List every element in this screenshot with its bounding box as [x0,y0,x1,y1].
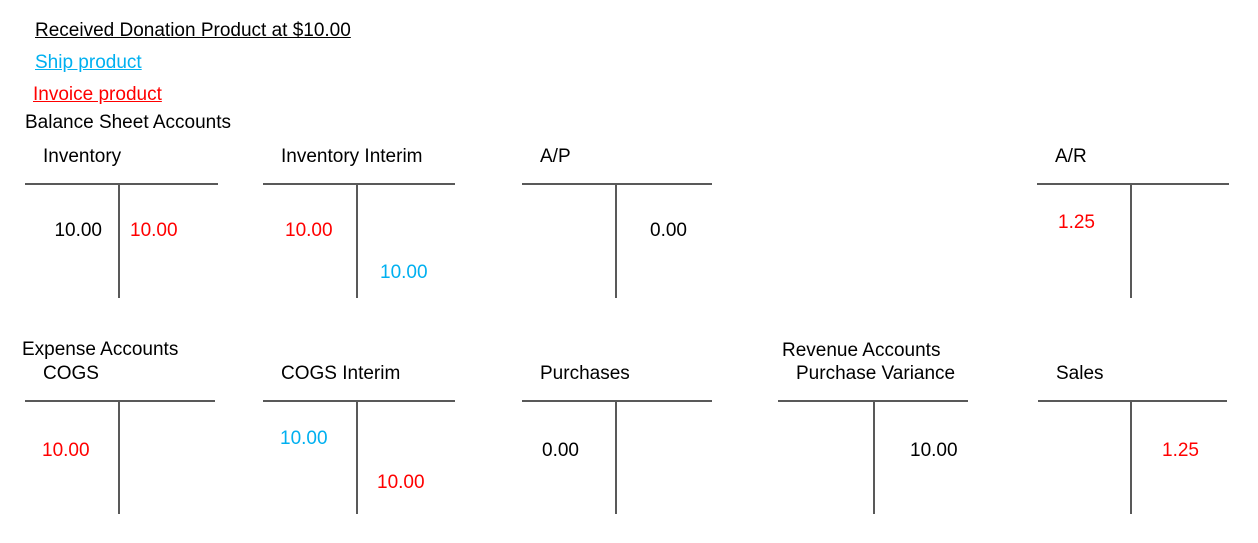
legend-item-ship-product: Ship product [35,52,142,73]
account-title: COGS [43,363,99,384]
legend-item-invoice-product: Invoice product [33,84,162,105]
section-header-expense-accounts: Expense Accounts [22,339,179,360]
t-account-inventory: Inventory 10.00 10.00 [25,146,218,298]
credit-entry: 0.00 [650,220,687,241]
account-title: Purchases [540,363,630,384]
credit-entry: 10.00 [377,472,425,493]
t-account-top-line [25,400,215,402]
t-account-stem [615,400,617,514]
t-account-top-line [25,183,218,185]
debit-entry: 10.00 [285,220,333,241]
t-account-sales: Sales 1.25 [1038,363,1227,514]
t-account-stem [356,183,358,298]
section-header-revenue-accounts: Revenue Accounts [782,340,941,361]
credit-entry: 10.00 [130,220,178,241]
debit-entry: 10.00 [54,220,102,241]
debit-entry: 1.25 [1058,212,1095,233]
credit-entry: 10.00 [380,262,428,283]
legend-title: Received Donation Product at $10.00 [35,20,351,41]
debit-entry: 10.00 [280,428,328,449]
t-account-cogs: COGS 10.00 [25,363,215,514]
account-title: Sales [1056,363,1104,384]
t-account-stem [873,400,875,514]
t-account-stem [118,400,120,514]
t-account-stem [356,400,358,514]
t-account-accounts-payable: A/P 0.00 [522,146,712,298]
credit-entry: 10.00 [910,440,958,461]
t-account-stem [615,183,617,298]
account-title: Inventory Interim [281,146,423,167]
credit-entry: 1.25 [1162,440,1199,461]
t-account-cogs-interim: COGS Interim 10.00 10.00 [263,363,455,514]
t-account-stem [118,183,120,298]
t-account-top-line [522,183,712,185]
t-account-accounts-receivable: A/R 1.25 [1037,146,1229,298]
section-header-balance-sheet-accounts: Balance Sheet Accounts [25,112,231,133]
t-account-inventory-interim: Inventory Interim 10.00 10.00 [263,146,455,298]
account-title: A/R [1055,146,1087,167]
t-account-stem [1130,400,1132,514]
debit-entry: 10.00 [42,440,90,461]
account-title: Inventory [43,146,122,167]
t-account-purchases: Purchases 0.00 [522,363,712,514]
debit-entry: 0.00 [542,440,579,461]
t-account-stem [1130,183,1132,298]
t-account-top-line [263,183,455,185]
account-title: COGS Interim [281,363,401,384]
account-title: Purchase Variance [796,363,956,384]
t-account-top-line [522,400,712,402]
account-title: A/P [540,146,571,167]
t-account-purchase-variance: Purchase Variance 10.00 [778,363,968,514]
t-account-top-line [1038,400,1227,402]
t-account-top-line [263,400,455,402]
t-account-top-line [1037,183,1229,185]
